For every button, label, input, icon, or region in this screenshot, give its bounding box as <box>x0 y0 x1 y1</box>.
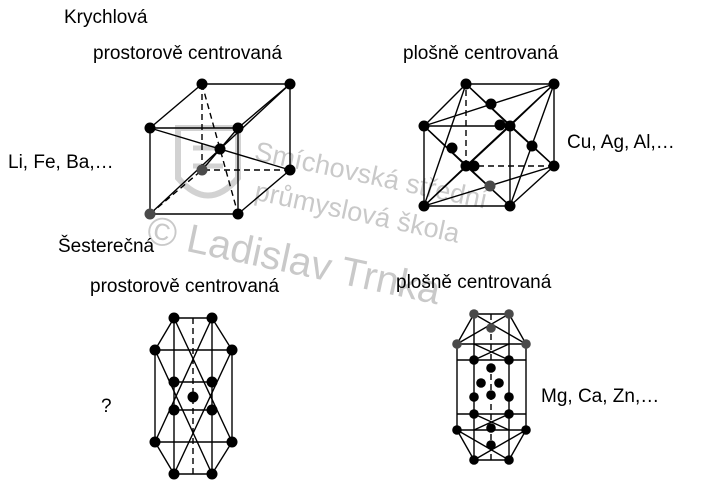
hex-bcc-label: prostorově centrovaná <box>90 276 280 297</box>
hexagonal-heading: Šesterečná <box>58 236 155 257</box>
hex-fcc-label: plošně centrovaná <box>396 272 552 293</box>
hex-bcc-examples: ? <box>101 396 112 417</box>
cubic-bcc-label: prostorově centrovaná <box>93 43 283 64</box>
hex-fcc-examples: Mg, Ca, Zn,… <box>541 386 660 407</box>
bcc-examples: Li, Fe, Ba,… <box>8 152 114 173</box>
cubic-heading: Krychlová <box>64 7 148 28</box>
cubic-fcc-label: plošně centrovaná <box>403 43 559 64</box>
fcc-examples: Cu, Ag, Al,… <box>567 132 675 153</box>
